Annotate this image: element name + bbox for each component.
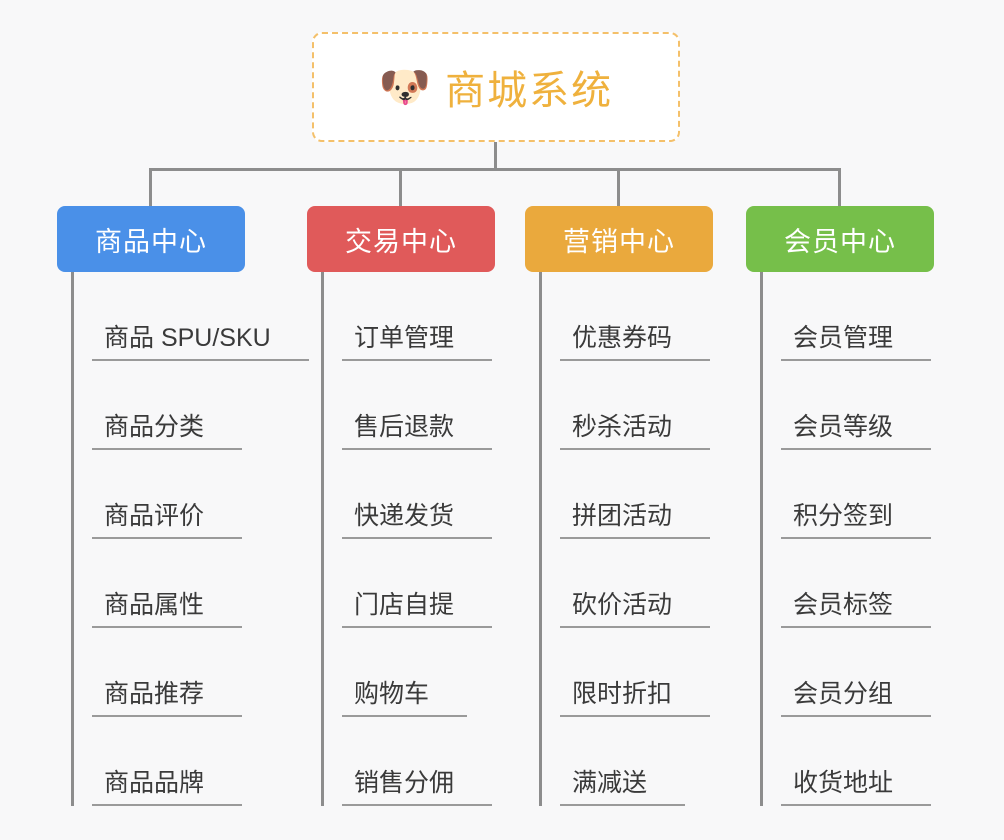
item-label: 商品 SPU/SKU bbox=[92, 324, 309, 361]
list-item[interactable]: 销售分佣 bbox=[324, 717, 495, 806]
item-label: 秒杀活动 bbox=[560, 413, 711, 450]
category-header-marketing-center[interactable]: 营销中心 bbox=[525, 206, 713, 272]
item-label: 限时折扣 bbox=[560, 680, 711, 717]
item-label: 积分签到 bbox=[781, 502, 932, 539]
category-header-trade-center[interactable]: 交易中心 bbox=[307, 206, 495, 272]
item-label: 商品品牌 bbox=[92, 769, 243, 806]
list-item[interactable]: 秒杀活动 bbox=[542, 361, 713, 450]
item-label: 销售分佣 bbox=[342, 769, 493, 806]
root-title: 商城系统 bbox=[445, 69, 614, 113]
list-item[interactable]: 商品 SPU/SKU bbox=[74, 272, 309, 361]
connector-root-stem bbox=[494, 142, 497, 170]
list-item[interactable]: 砍价活动 bbox=[542, 539, 713, 628]
item-label: 优惠券码 bbox=[560, 324, 711, 361]
item-label: 门店自提 bbox=[342, 591, 493, 628]
list-item[interactable]: 商品评价 bbox=[74, 450, 245, 539]
item-list-product-center: 商品 SPU/SKU 商品分类 商品评价 商品属性 商品推荐 商品品牌 bbox=[71, 272, 309, 806]
item-list-trade-center: 订单管理 售后退款 快递发货 门店自提 购物车 销售分佣 bbox=[321, 272, 495, 806]
list-item[interactable]: 商品推荐 bbox=[74, 628, 245, 717]
connector-drop-member-center bbox=[838, 168, 841, 208]
item-label: 会员分组 bbox=[781, 680, 932, 717]
list-item[interactable]: 会员管理 bbox=[763, 272, 934, 361]
branch-trade-center: 交易中心 订单管理 售后退款 快递发货 门店自提 购物车 销售分佣 bbox=[307, 206, 495, 806]
item-label: 商品属性 bbox=[92, 591, 243, 628]
category-label: 营销中心 bbox=[563, 226, 675, 257]
branch-member-center: 会员中心 会员管理 会员等级 积分签到 会员标签 会员分组 收货地址 bbox=[746, 206, 934, 806]
list-item[interactable]: 收货地址 bbox=[763, 717, 934, 806]
item-label: 商品分类 bbox=[92, 413, 243, 450]
item-list-member-center: 会员管理 会员等级 积分签到 会员标签 会员分组 收货地址 bbox=[760, 272, 934, 806]
list-item[interactable]: 购物车 bbox=[324, 628, 495, 717]
list-item[interactable]: 限时折扣 bbox=[542, 628, 713, 717]
category-label: 商品中心 bbox=[95, 226, 207, 257]
item-label: 售后退款 bbox=[342, 413, 493, 450]
item-label: 拼团活动 bbox=[560, 502, 711, 539]
item-label: 会员等级 bbox=[781, 413, 932, 450]
list-item[interactable]: 会员标签 bbox=[763, 539, 934, 628]
item-label: 商品推荐 bbox=[92, 680, 243, 717]
connector-drop-trade-center bbox=[399, 168, 402, 208]
list-item[interactable]: 商品分类 bbox=[74, 361, 245, 450]
list-item[interactable]: 门店自提 bbox=[324, 539, 495, 628]
list-item[interactable]: 商品属性 bbox=[74, 539, 245, 628]
connector-horizontal-bus bbox=[149, 168, 841, 171]
list-item[interactable]: 拼团活动 bbox=[542, 450, 713, 539]
list-item[interactable]: 满减送 bbox=[542, 717, 713, 806]
category-label: 交易中心 bbox=[345, 226, 457, 257]
item-label: 收货地址 bbox=[781, 769, 932, 806]
list-item[interactable]: 积分签到 bbox=[763, 450, 934, 539]
root-node[interactable]: 🐶 商城系统 bbox=[312, 32, 680, 142]
dog-face-icon: 🐶 bbox=[378, 63, 432, 110]
branch-marketing-center: 营销中心 优惠券码 秒杀活动 拼团活动 砍价活动 限时折扣 满减送 bbox=[525, 206, 713, 806]
list-item[interactable]: 订单管理 bbox=[324, 272, 495, 361]
item-label: 订单管理 bbox=[342, 324, 493, 361]
item-label: 购物车 bbox=[342, 680, 468, 717]
list-item[interactable]: 会员分组 bbox=[763, 628, 934, 717]
category-header-product-center[interactable]: 商品中心 bbox=[57, 206, 245, 272]
item-label: 会员标签 bbox=[781, 591, 932, 628]
item-label: 商品评价 bbox=[92, 502, 243, 539]
list-item[interactable]: 优惠券码 bbox=[542, 272, 713, 361]
item-label: 满减送 bbox=[560, 769, 686, 806]
list-item[interactable]: 售后退款 bbox=[324, 361, 495, 450]
branch-product-center: 商品中心 商品 SPU/SKU 商品分类 商品评价 商品属性 商品推荐 商品品牌 bbox=[57, 206, 309, 806]
list-item[interactable]: 会员等级 bbox=[763, 361, 934, 450]
list-item[interactable]: 快递发货 bbox=[324, 450, 495, 539]
item-label: 砍价活动 bbox=[560, 591, 711, 628]
connector-drop-product-center bbox=[149, 168, 152, 208]
item-list-marketing-center: 优惠券码 秒杀活动 拼团活动 砍价活动 限时折扣 满减送 bbox=[539, 272, 713, 806]
connector-drop-marketing-center bbox=[617, 168, 620, 208]
category-header-member-center[interactable]: 会员中心 bbox=[746, 206, 934, 272]
item-label: 快递发货 bbox=[342, 502, 493, 539]
category-label: 会员中心 bbox=[784, 226, 896, 257]
item-label: 会员管理 bbox=[781, 324, 932, 361]
list-item[interactable]: 商品品牌 bbox=[74, 717, 245, 806]
